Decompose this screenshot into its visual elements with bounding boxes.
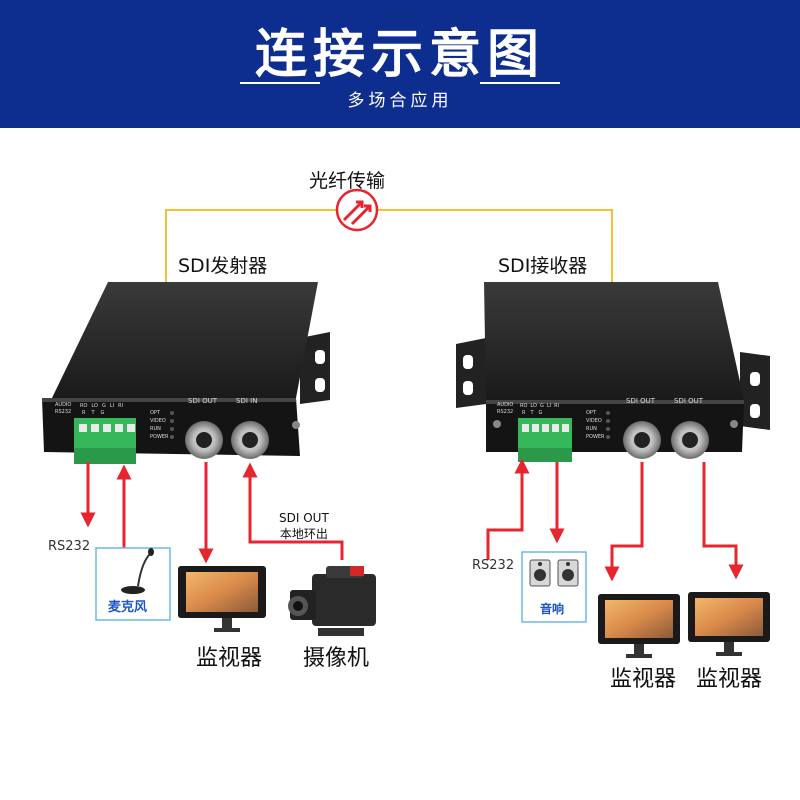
arrow-rs232-in [486,458,530,560]
rx-monitor-2-label: 监视器 [696,667,763,692]
rx-rs232-label: RS232 [472,558,515,573]
speaker-label: 音响 [540,602,565,616]
tx-port-label-in: SDI IN [236,397,258,405]
fiber-label: 光纤传输 [309,170,386,192]
fiber-line [165,209,613,300]
mic-box [95,547,171,621]
page-subtitle: 多场合应用 [347,91,453,111]
loop-note: SDI OUT 本地环出 [279,511,329,541]
receiver-device [456,282,770,462]
page-title: 连接示意图 [254,25,545,85]
camera-label: 摄像机 [303,646,370,671]
subtitle-divider-right [480,82,560,84]
rx-port-label-out1: SDI OUT [626,397,656,405]
arrow-to-monitor-1 [604,462,644,582]
transmitter-device [42,282,330,464]
speaker-icon [529,559,579,587]
mic-label: 麦克风 [108,600,148,615]
transmitter-title: SDI发射器 [178,255,268,277]
tx-port-label-out: SDI OUT [188,397,218,405]
monitor-icon-rx-1 [598,594,680,658]
arrow-camera-in [242,462,344,560]
rx-monitor-1-label: 监视器 [610,667,677,692]
fiber-icon [335,188,379,232]
receiver-title: SDI接收器 [498,255,588,277]
monitor-icon-tx [178,566,266,632]
header-banner: 连接示意图 多场合应用 [0,0,800,128]
arrow-to-monitor-2 [702,462,744,580]
tx-rs232-label: RS232 [48,539,91,554]
tx-monitor-label: 监视器 [196,646,263,671]
monitor-icon-rx-2 [688,592,770,656]
camera-icon [288,566,376,636]
subtitle-divider-left [240,82,320,84]
microphone-icon [121,548,154,594]
rx-port-label-out2: SDI OUT [674,397,704,405]
